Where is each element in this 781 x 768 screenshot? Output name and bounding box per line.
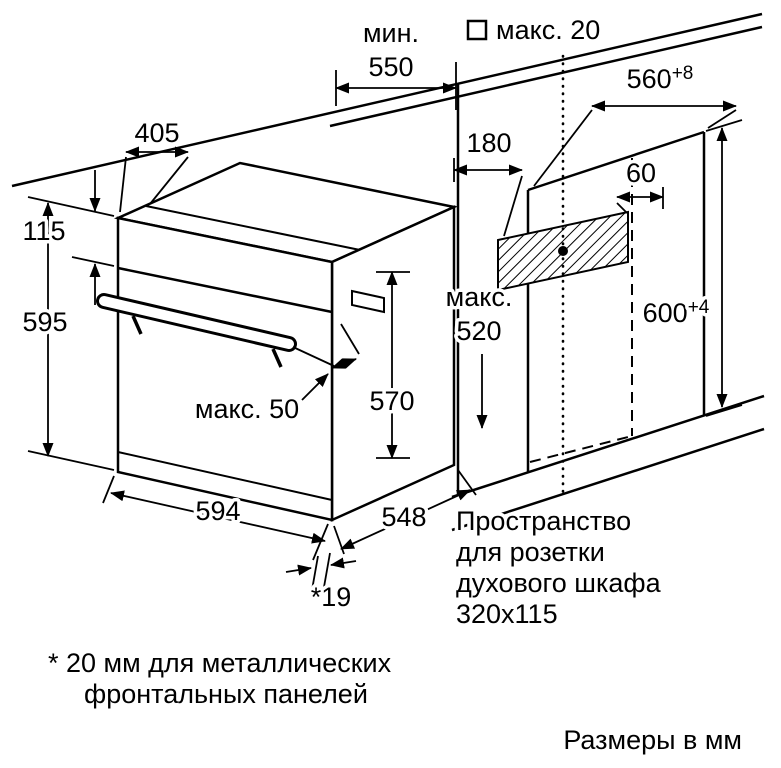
socket-note-line-1: Пространство bbox=[456, 506, 631, 536]
socket-area bbox=[497, 54, 629, 500]
dim-594-label: 594 bbox=[195, 496, 240, 526]
dim-405-label: 405 bbox=[134, 118, 179, 148]
dim-60-label: 60 bbox=[626, 158, 656, 188]
dim-niche-width-tolerance: +8 bbox=[672, 63, 694, 84]
dim-min-550-label: 550 bbox=[368, 52, 413, 82]
dim-max-wall-label: макс. 20 bbox=[496, 15, 600, 45]
oven-side-face bbox=[330, 205, 456, 522]
dim-180-label: 180 bbox=[466, 128, 511, 158]
dim-595-label: 595 bbox=[22, 307, 67, 337]
units-note: Размеры в мм bbox=[563, 725, 742, 755]
dim-handle-max-label: макс. 50 bbox=[195, 394, 299, 424]
socket-note-line-3: духового шкафа bbox=[456, 568, 662, 598]
socket-point-dot bbox=[558, 246, 568, 256]
dim-niche-height-tolerance: +4 bbox=[688, 297, 710, 318]
dim-548-label: 548 bbox=[381, 502, 426, 532]
oven-vent-slot bbox=[351, 289, 385, 314]
dim-max-word-label: макс. bbox=[446, 282, 513, 312]
dimension-labels: мин. 550 макс. 20 560+8 405 180 60 115 5… bbox=[19, 12, 713, 616]
oven-body bbox=[96, 161, 459, 522]
oven-handle bbox=[96, 293, 297, 368]
dim-niche-height-value: 600 bbox=[643, 298, 688, 328]
dim-min-word-label: мин. bbox=[363, 18, 419, 48]
dim-niche-width-value: 560 bbox=[627, 64, 672, 94]
dim-niche-width-label: 560+8 bbox=[627, 63, 694, 94]
text-annotations: Пространство для розетки духового шкафа … bbox=[45, 503, 746, 759]
oven-front-face bbox=[116, 216, 334, 522]
socket-note-line-4: 320x115 bbox=[456, 599, 558, 629]
footnote-line-1: * 20 мм для металлических bbox=[48, 648, 392, 678]
dim-570-label: 570 bbox=[369, 386, 414, 416]
dimension-annotations bbox=[27, 19, 743, 591]
dim-gap-19-label: *19 bbox=[311, 582, 352, 612]
footnote-line-2: фронтальных панелей bbox=[84, 679, 368, 709]
dim-max-520-label: 520 bbox=[456, 316, 501, 346]
square-symbol-icon bbox=[466, 19, 488, 41]
socket-note-line-2: для розетки bbox=[456, 537, 605, 567]
dim-niche-height-label: 600+4 bbox=[643, 297, 710, 328]
dim-115-label: 115 bbox=[22, 216, 65, 246]
